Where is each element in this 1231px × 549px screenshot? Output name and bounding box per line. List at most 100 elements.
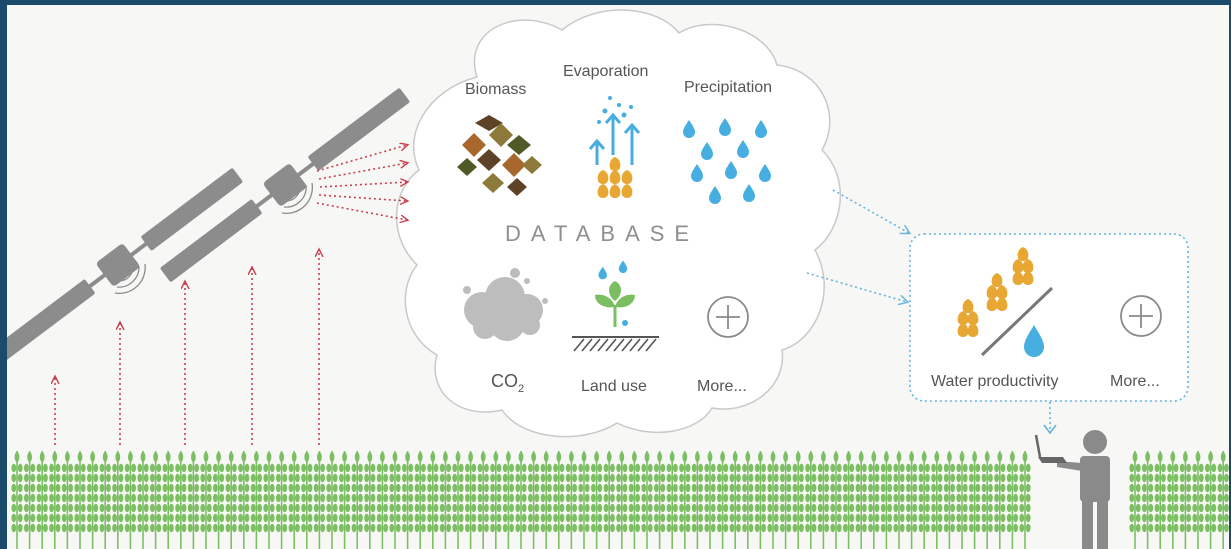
wheat-plant-icon	[704, 451, 716, 549]
wheat-plant-icon	[691, 451, 703, 549]
evaporation-label: Evaporation	[563, 63, 648, 80]
wheat-plant-icon	[641, 451, 653, 549]
database-title: DATABASE	[505, 221, 699, 246]
person-with-laptop-icon	[1034, 430, 1110, 549]
wheat-plant-icon	[616, 451, 628, 549]
wheat-plant-icon	[87, 451, 99, 549]
wheat-plant-icon	[402, 451, 414, 549]
wheat-plant-icon	[124, 451, 136, 549]
wheat-plant-icon	[137, 451, 149, 549]
wheat-plant-icon	[326, 451, 338, 549]
wheat-plant-icon	[225, 451, 237, 549]
wheat-plant-icon	[578, 451, 590, 549]
co2-label: CO2	[491, 371, 524, 395]
wheat-plant-icon	[918, 451, 930, 549]
diagram-frame: DATABASE Biomass Evaporation Precipi	[7, 5, 1229, 549]
wheat-plant-icon	[780, 451, 792, 549]
wheat-plant-icon	[427, 451, 439, 549]
output-box	[909, 233, 1189, 402]
wheat-plant-icon	[956, 451, 968, 549]
wheat-plant-icon	[1217, 451, 1229, 549]
wheat-plant-icon	[24, 451, 36, 549]
satellite-to-database-arrows	[316, 145, 407, 220]
diagram-canvas: DATABASE Biomass Evaporation Precipi	[7, 9, 1229, 549]
co2-cloud-icon	[463, 268, 548, 341]
wheat-plant-icon	[11, 451, 23, 549]
wheat-plant-icon	[200, 451, 212, 549]
wheat-plant-icon	[880, 451, 892, 549]
wheat-plant-icon	[805, 451, 817, 549]
wheat-plant-icon	[150, 451, 162, 549]
ground-signal-arrows	[55, 250, 319, 445]
wheat-plant-icon	[591, 451, 603, 549]
wheat-plant-icon	[1167, 451, 1179, 549]
wheat-plant-icon	[1205, 451, 1217, 549]
plus-circle-icon	[707, 296, 749, 338]
wheat-plant-icon	[855, 451, 867, 549]
wheat-plant-icon	[931, 451, 943, 549]
wheat-plant-icon	[313, 451, 325, 549]
leaves-icon	[457, 115, 542, 196]
wheat-plant-icon	[351, 451, 363, 549]
wheat-plant-icon	[213, 451, 225, 549]
wheat-plant-icon	[868, 451, 880, 549]
co2-label-subscript: 2	[518, 383, 524, 395]
wheat-plant-icon	[792, 451, 804, 549]
wheat-plant-icon	[187, 451, 200, 549]
plus-circle-icon	[1120, 295, 1162, 337]
wheat-plant-icon	[364, 451, 376, 549]
wheat-plant-icon	[49, 451, 61, 549]
wheat-plant-icon	[742, 451, 754, 549]
evaporation-icon	[588, 96, 641, 198]
wheat-plant-icon	[452, 451, 464, 549]
wheat-over-water-icon	[957, 247, 1054, 357]
signal-waves	[114, 182, 314, 294]
wheat-plant-icon	[969, 451, 981, 549]
wheat-plant-icon	[843, 451, 855, 549]
wheat-plant-icon	[817, 451, 829, 549]
wheat-plant-icon	[339, 451, 351, 549]
wheat-plant-icon	[654, 451, 666, 549]
wheat-plant-icon	[1142, 451, 1154, 549]
wheat-plant-icon	[528, 451, 540, 549]
wheat-plant-icon	[767, 451, 779, 549]
wheat-plant-icon	[994, 451, 1006, 549]
wheat-plant-icon	[565, 451, 577, 549]
wheat-plant-icon	[1129, 451, 1141, 549]
wheat-plant-icon	[754, 451, 766, 549]
wheat-plant-icon	[389, 451, 401, 549]
wheat-plant-icon	[981, 451, 993, 549]
wheat-plant-icon	[1019, 451, 1031, 549]
wheat-plant-icon	[729, 451, 741, 549]
biomass-label: Biomass	[465, 81, 526, 98]
crop-field	[11, 451, 1229, 549]
water-productivity-label: Water productivity	[931, 373, 1058, 390]
wheat-plant-icon	[603, 451, 615, 549]
wheat-plant-icon	[1006, 451, 1018, 549]
wheat-plant-icon	[74, 451, 86, 549]
wheat-plant-icon	[414, 451, 426, 549]
wheat-plant-icon	[628, 451, 640, 549]
wheat-plant-icon	[893, 451, 905, 549]
wheat-plant-icon	[717, 451, 729, 549]
database-to-output-arrows	[806, 189, 1057, 435]
wheat-plant-icon	[1179, 451, 1191, 549]
seedling-icon	[572, 260, 659, 352]
wheat-plant-icon	[276, 451, 288, 549]
wheat-plant-icon	[943, 451, 955, 549]
wheat-plant-icon	[238, 451, 250, 549]
wheat-plant-icon	[301, 451, 313, 549]
wheat-plant-icon	[553, 451, 565, 549]
co2-label-main: CO	[491, 371, 518, 391]
wheat-plant-icon	[175, 451, 187, 549]
wheat-plant-icon	[439, 451, 451, 549]
wheat-plant-icon	[61, 451, 73, 549]
wheat-plant-icon	[830, 451, 842, 549]
wheat-plant-icon	[376, 451, 388, 549]
wheat-plant-icon	[906, 451, 918, 549]
wheat-plant-icon	[502, 451, 514, 549]
output-more-label: More...	[1110, 373, 1160, 390]
wheat-plant-icon	[465, 451, 477, 549]
wheat-plant-icon	[490, 451, 502, 549]
wheat-plant-icon	[1192, 451, 1204, 549]
